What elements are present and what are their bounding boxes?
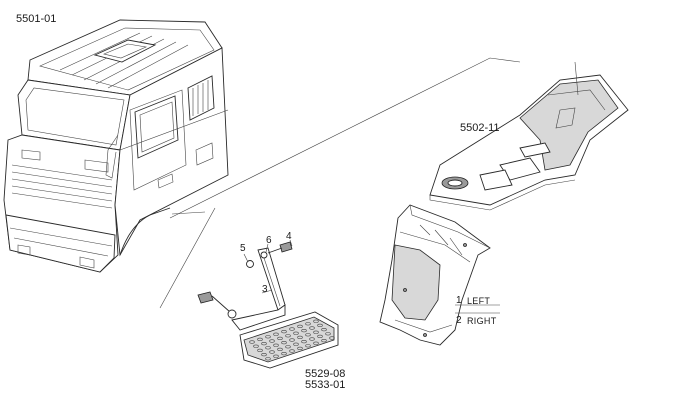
tread-dot <box>266 347 271 350</box>
tread-dot <box>330 337 335 340</box>
legend-number-right: 2 <box>456 315 462 326</box>
tread-dot <box>306 345 311 348</box>
legend-text-left: LEFT <box>467 296 491 306</box>
tread-dot <box>298 336 303 339</box>
tread-dot <box>298 325 303 328</box>
tread-dot <box>318 335 323 338</box>
step-assembly-illustration <box>198 240 338 368</box>
floor-part-number: 5502-11 <box>460 122 500 134</box>
cab-floor-illustration <box>430 62 628 210</box>
callout-5: 5 <box>240 243 246 254</box>
tread-dot <box>274 344 279 347</box>
tread-dot <box>286 346 291 349</box>
tread-dot <box>274 333 279 336</box>
tread-dot <box>258 349 263 352</box>
callout-6: 6 <box>266 235 272 246</box>
tread-dot <box>282 341 287 344</box>
tread-dot <box>326 333 331 336</box>
tread-dot <box>290 328 295 331</box>
tread-dot <box>290 350 295 353</box>
cab-part-number: 5501-01 <box>16 13 57 25</box>
step-part-number-b: 5533-01 <box>305 379 346 391</box>
tread-dot <box>322 328 327 331</box>
tread-dot <box>286 335 291 338</box>
tread-dot <box>298 347 303 350</box>
callout-boundary-lines <box>160 58 520 313</box>
tread-dot <box>310 338 315 341</box>
tread-dot <box>294 343 299 346</box>
truck-cab-illustration <box>4 20 228 272</box>
tread-dot <box>258 338 263 341</box>
tread-dot <box>322 339 327 342</box>
tread-dot <box>306 323 311 326</box>
tread-dot <box>278 337 283 340</box>
tread-dot <box>302 329 307 332</box>
tread-dot <box>290 339 295 342</box>
tread-dot <box>314 331 319 334</box>
tread-dot <box>278 348 283 351</box>
tread-dot <box>266 358 271 361</box>
tread-dot <box>314 320 319 323</box>
legend-text-right: RIGHT <box>467 316 497 326</box>
wheel-housing-illustration <box>380 205 490 345</box>
tread-dot <box>310 327 315 330</box>
tread-dot <box>282 330 287 333</box>
tread-dot <box>306 334 311 337</box>
tread-dot <box>270 351 275 354</box>
tread-dot <box>266 336 271 339</box>
legend-number-left: 1 <box>456 295 462 306</box>
tread-dot <box>318 324 323 327</box>
callout-3: 3 <box>262 284 268 295</box>
step-part-number-a: 5529-08 <box>305 368 346 380</box>
tread-dot <box>250 341 255 344</box>
tread-dot <box>262 342 267 345</box>
callout-4: 4 <box>286 231 292 242</box>
tread-dot <box>254 345 259 348</box>
tread-dot <box>270 340 275 343</box>
tread-dot <box>282 352 287 355</box>
tread-dot <box>314 342 319 345</box>
tread-dot <box>302 340 307 343</box>
tread-dot <box>262 353 267 356</box>
tread-dot <box>274 355 279 358</box>
tread-dot <box>294 332 299 335</box>
